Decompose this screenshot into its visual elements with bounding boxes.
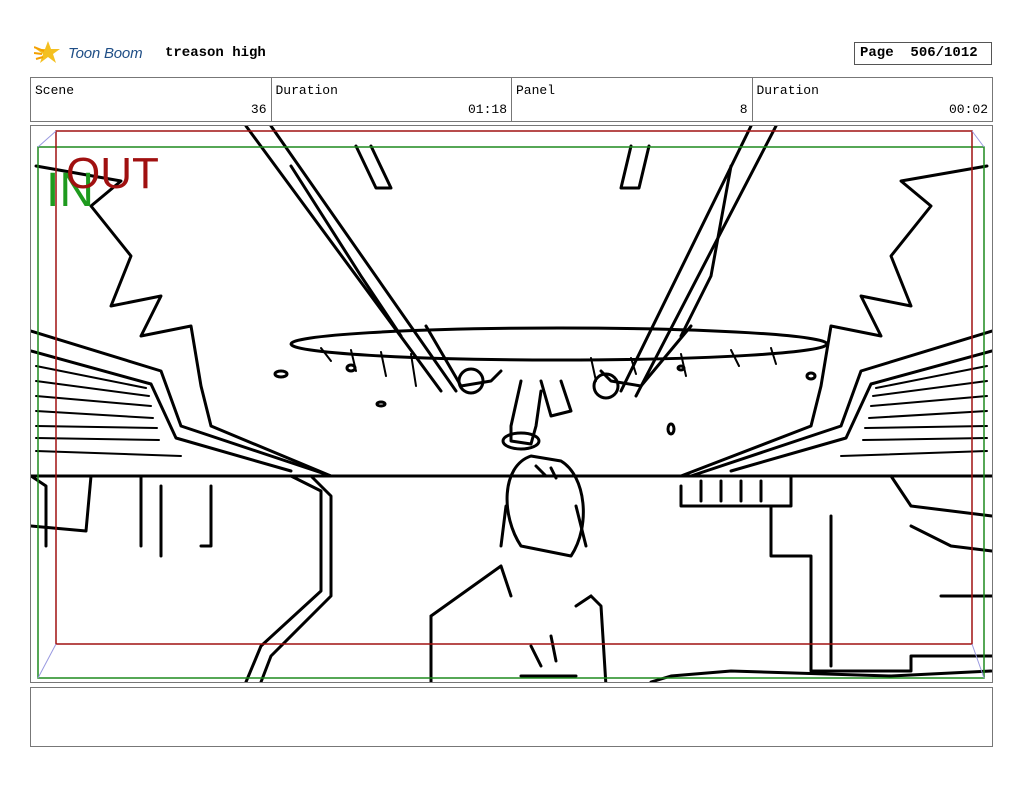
scene-duration-cell: Duration 01:18 (272, 78, 512, 121)
scene-duration-label: Duration (275, 83, 338, 98)
scene-duration-value: 01:18 (467, 102, 507, 117)
panel-info-bar: Scene 36 Duration 01:18 Panel 8 Duration… (30, 77, 993, 122)
right-wall (679, 164, 989, 478)
panel-duration-cell: Duration 00:02 (753, 78, 993, 121)
ceiling-hole (289, 326, 829, 362)
panel-duration-value: 00:02 (948, 102, 988, 117)
panel-cell: Panel 8 (512, 78, 753, 121)
panel-value: 8 (739, 102, 748, 117)
panel-duration-label: Duration (756, 83, 819, 98)
toon-boom-star-icon (34, 41, 60, 63)
page-label: Page (860, 45, 894, 61)
pipe-left (424, 324, 503, 388)
in-frame (37, 146, 985, 679)
pipe-right (599, 324, 693, 388)
scene-value: 36 (250, 102, 267, 117)
logo-text: Toon Boom (68, 44, 143, 62)
character (509, 379, 543, 446)
out-frame (55, 130, 973, 645)
panel-sketch: IN OUT (31, 126, 992, 682)
in-label: IN (46, 164, 94, 217)
left-wall (34, 164, 333, 478)
scene-label: Scene (35, 83, 75, 98)
out-label: OUT (66, 149, 159, 198)
panel-notes-box (30, 687, 993, 747)
storyboard-panel-image: IN OUT (30, 125, 993, 683)
page-indicator: Page 506/1012 (854, 42, 992, 65)
left-beam (244, 126, 458, 393)
toon-boom-logo: Toon Boom (34, 38, 143, 68)
panel-label: Panel (516, 83, 556, 98)
project-title: treason high (165, 45, 266, 61)
page-value: 506/1012 (910, 45, 978, 61)
scene-cell: Scene 36 (31, 78, 272, 121)
